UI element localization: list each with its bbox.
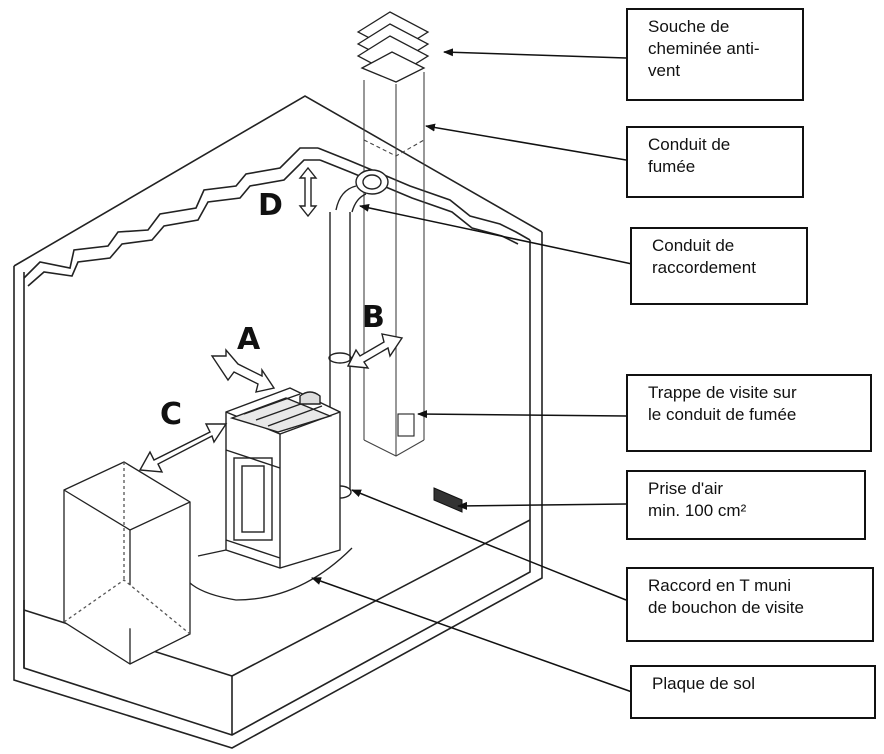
leader-lines: [311, 48, 633, 693]
chimney-cap: [356, 11, 430, 83]
clearance-label-c: C: [160, 397, 183, 432]
clearance-label-a: A: [237, 322, 261, 357]
callout-air-intake: Prise d'air min. 100 cm²: [626, 470, 866, 540]
connector-pipe: [328, 169, 389, 499]
callout-chimney-cap: Souche de cheminée anti- vent: [626, 8, 804, 101]
room-walls: [13, 95, 543, 749]
stove: [225, 387, 341, 569]
air-intake-grille: [433, 487, 463, 513]
flue-pipe: [363, 72, 425, 457]
clearance-arrows: [138, 166, 404, 473]
callout-flue-pipe: Conduit de fumée: [626, 126, 804, 198]
callout-inspection-hatch: Trappe de visite sur le conduit de fumée: [626, 374, 872, 452]
clearance-label-b: B: [362, 300, 385, 335]
callout-floor-plate: Plaque de sol: [630, 665, 876, 719]
cabinet: [63, 461, 191, 665]
callout-connector-pipe: Conduit de raccordement: [630, 227, 808, 305]
clearance-label-d: D: [258, 188, 283, 223]
callout-tee-fitting: Raccord en T muni de bouchon de visite: [626, 567, 874, 642]
